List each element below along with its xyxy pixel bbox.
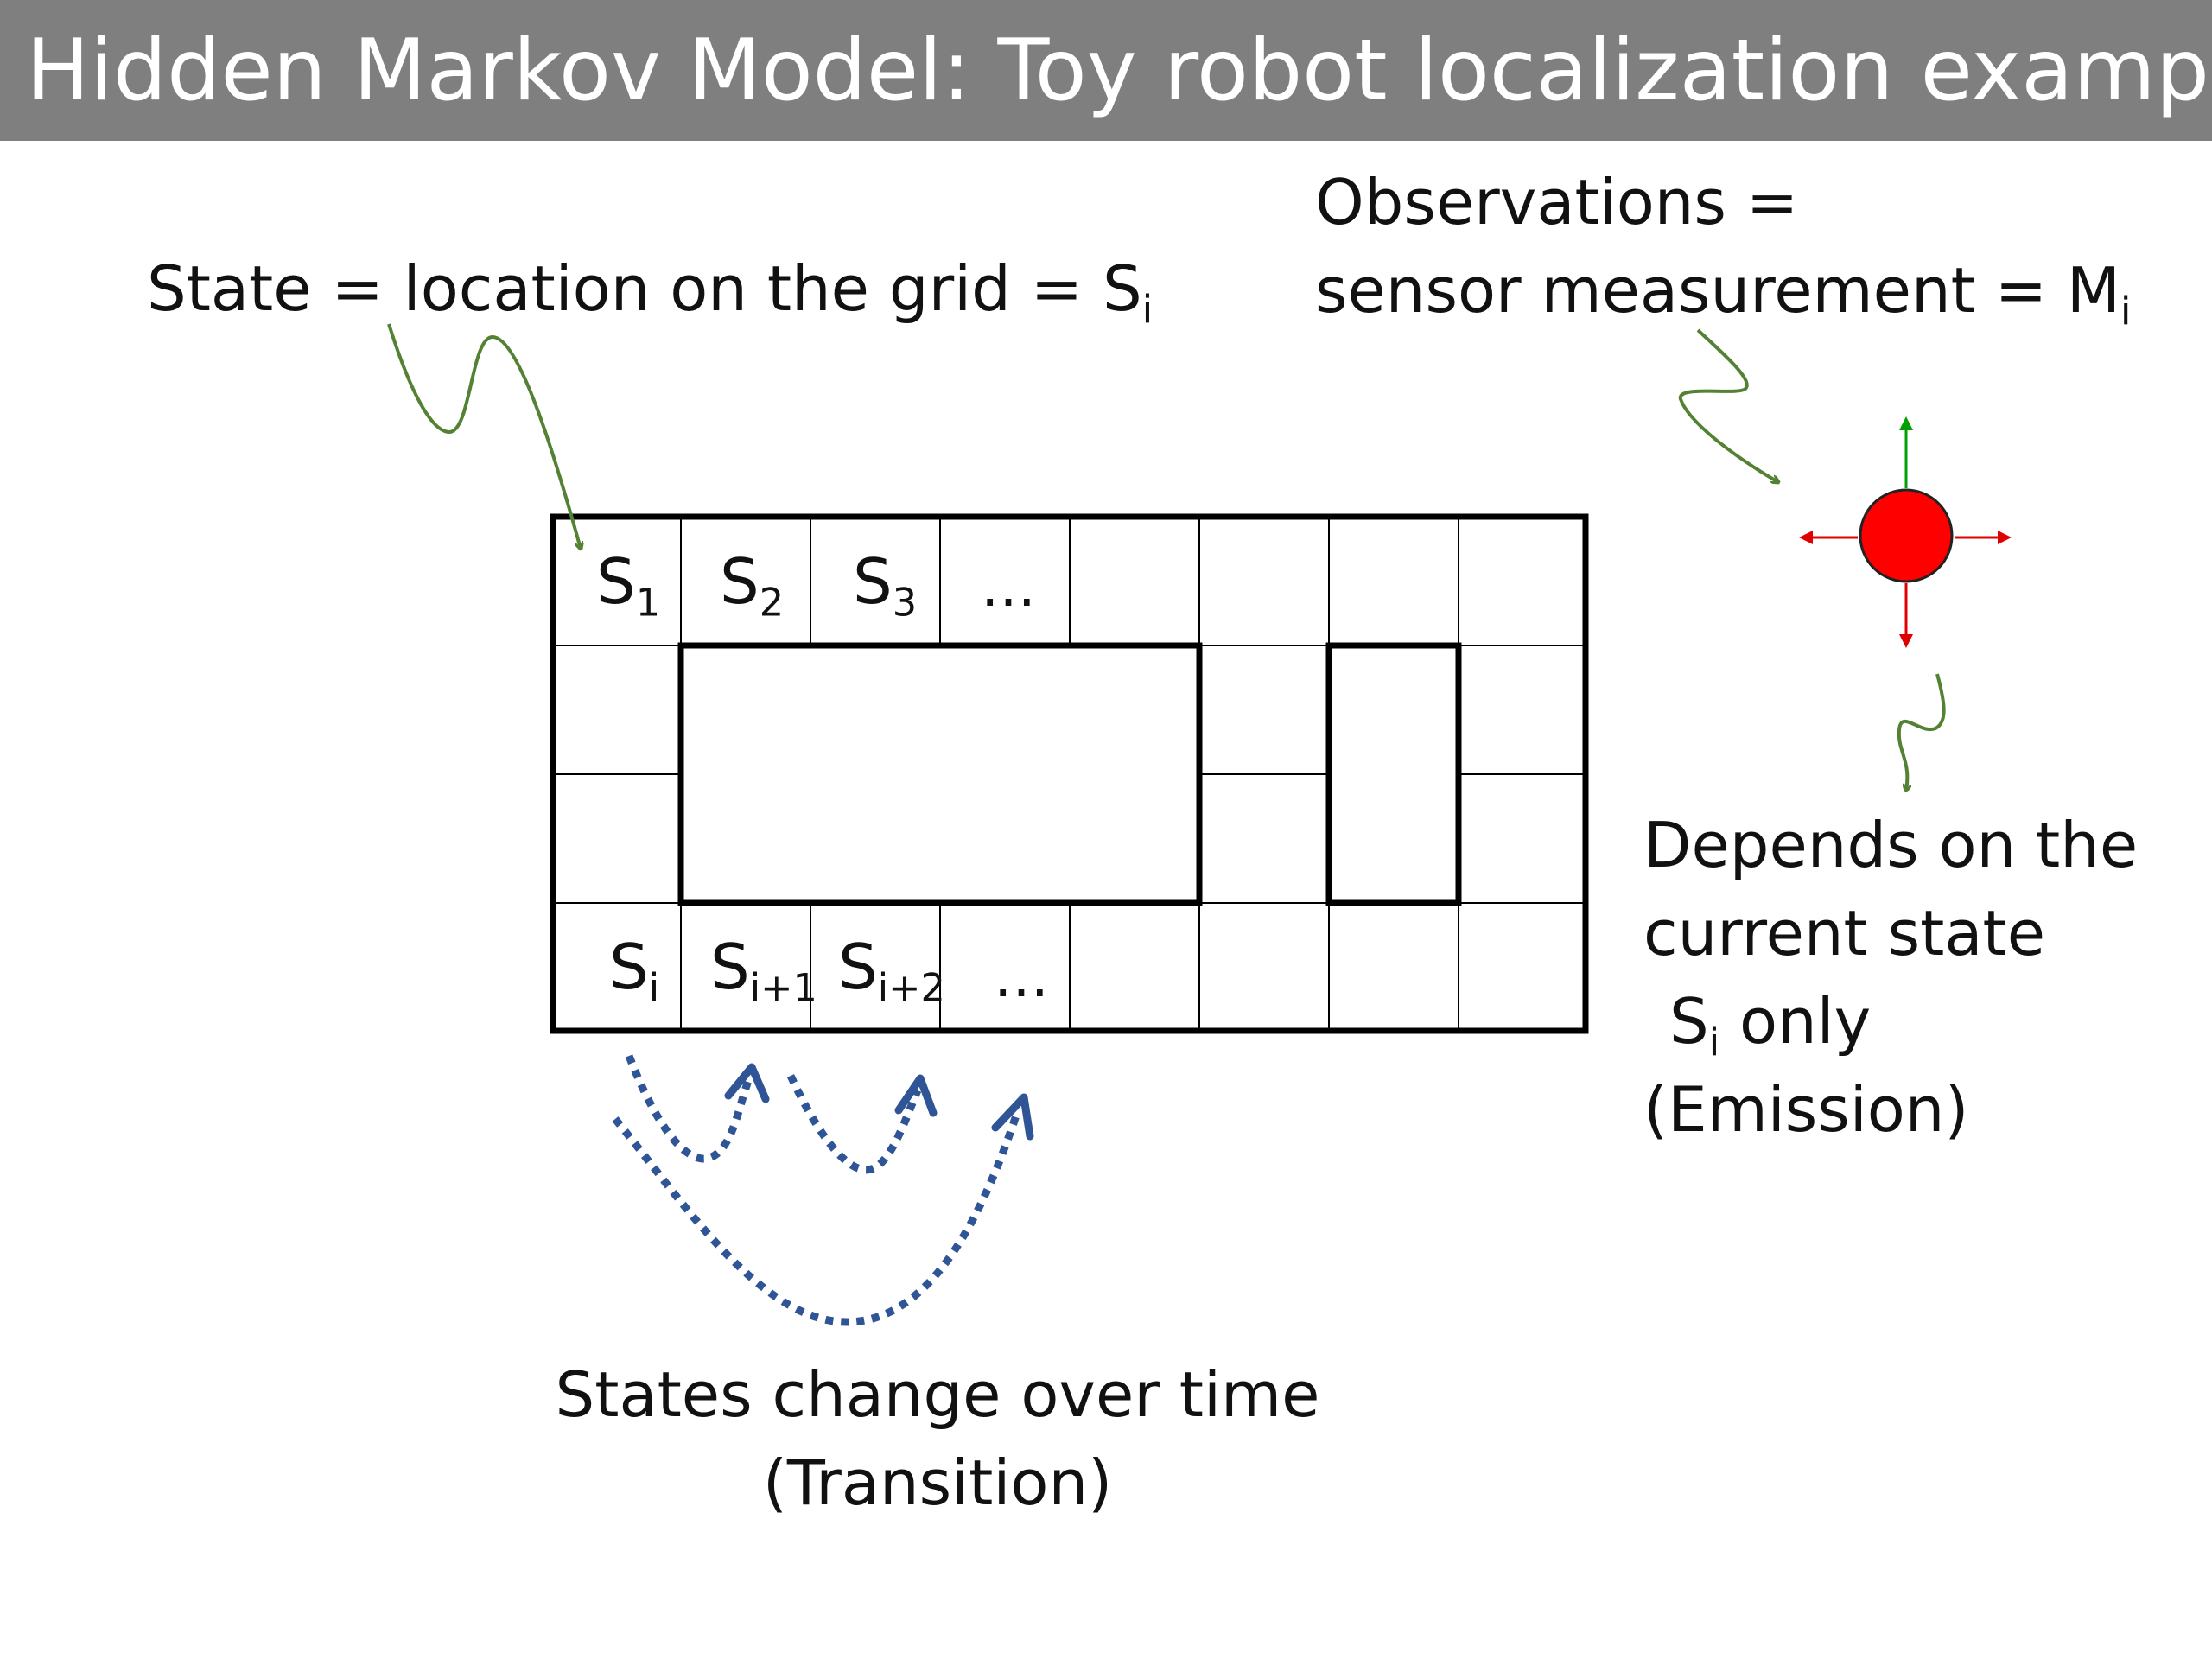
state-label-text: State = location on the grid = S: [147, 252, 1142, 325]
state-label: State = location on the grid = Si: [147, 257, 1153, 329]
cell-s2: S2: [720, 545, 785, 626]
grid-outer-border: [550, 513, 1589, 1034]
transition-arrow-1: [625, 1054, 754, 1163]
cell-si: Si: [609, 931, 660, 1011]
emission-pointer-arrow: [1897, 673, 1946, 791]
transition-arrow-3: [612, 1109, 1022, 1326]
robot-circle: [1859, 488, 1954, 583]
transition-line2: (Transition): [762, 1446, 1113, 1519]
page-title: Hidden Markov Model: Toy robot localizat…: [26, 22, 2212, 120]
emission-line1: Depends on the: [1643, 809, 2139, 881]
robot-sensor-icon: [1799, 416, 2012, 648]
cell-s3: S3: [853, 545, 918, 626]
observations-label-text: sensor measurement = M: [1315, 254, 2121, 327]
grid-lines: [553, 517, 1586, 1031]
cell-si-plus-2: Si+2: [838, 931, 945, 1011]
cell-ellipsis-top: …: [981, 556, 1036, 620]
observations-label-line1: Observations =: [1315, 166, 1799, 238]
cell-s1: S1: [596, 545, 661, 626]
transition-line1: States change over time: [555, 1358, 1320, 1431]
obstacle-small: [1325, 642, 1462, 906]
cell-ellipsis-bottom: …: [994, 946, 1049, 1010]
state-label-sub: i: [1141, 287, 1154, 333]
emission-line4: (Emission): [1643, 1073, 1969, 1146]
cell-si-plus-1: Si+1: [710, 931, 817, 1011]
state-pointer-arrow: [387, 323, 581, 549]
obstacle-large: [677, 642, 1203, 906]
emission-line3: Si only: [1669, 985, 1872, 1065]
title-bar: Hidden Markov Model: Toy robot localizat…: [0, 0, 2212, 141]
transition-arrow-2: [786, 1074, 922, 1174]
observations-label-sub: i: [2120, 289, 2132, 334]
transition-arrows: [612, 1054, 1022, 1326]
emission-line2: current state: [1643, 897, 2046, 969]
observations-label-line2: sensor measurement = Mi: [1315, 259, 2131, 331]
observation-pointer-arrow: [1678, 328, 1778, 482]
